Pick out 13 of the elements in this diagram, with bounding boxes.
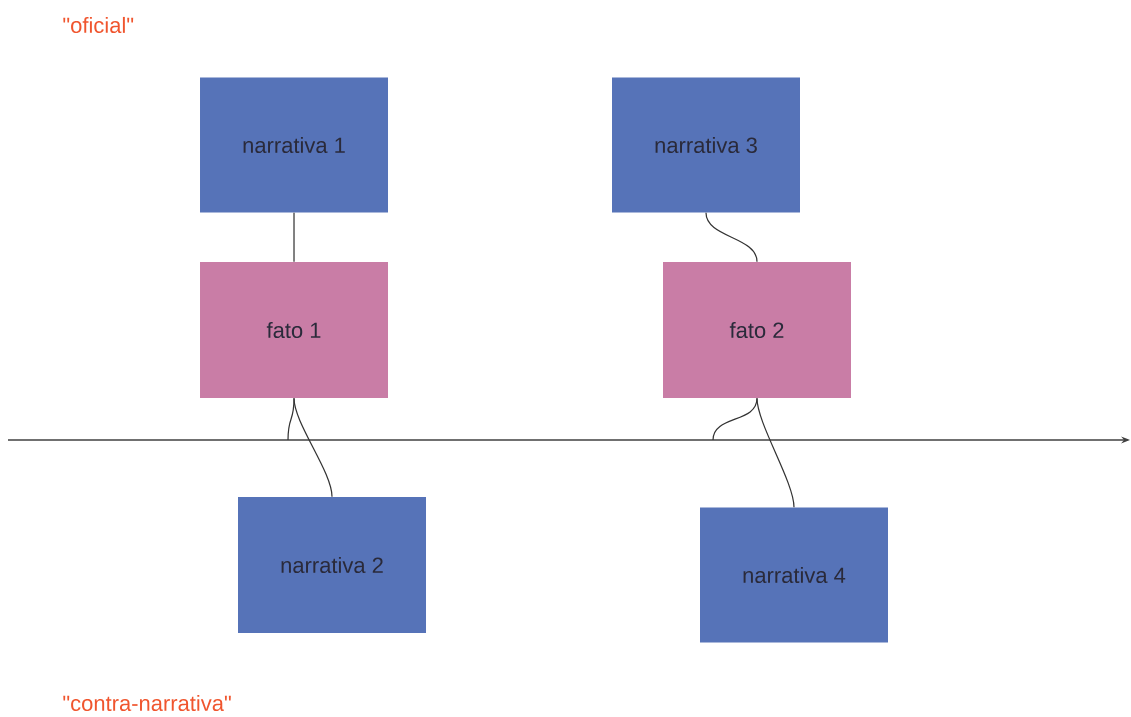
connector — [705, 212, 758, 263]
connector — [293, 212, 295, 263]
fact-box: fato 2 — [663, 262, 851, 398]
fact-box: fato 1 — [200, 262, 388, 398]
narrative-box: narrativa 3 — [612, 77, 800, 213]
narrative-box: narrativa 1 — [200, 77, 388, 213]
annotation-label: "oficial" — [63, 16, 134, 34]
narrative-box: narrativa 4 — [700, 507, 888, 643]
connector — [756, 397, 795, 508]
connector — [287, 397, 295, 441]
connector — [293, 397, 333, 498]
annotation-label: "contra-narrativa" — [63, 694, 231, 712]
narrative-box: narrativa 2 — [238, 497, 426, 633]
